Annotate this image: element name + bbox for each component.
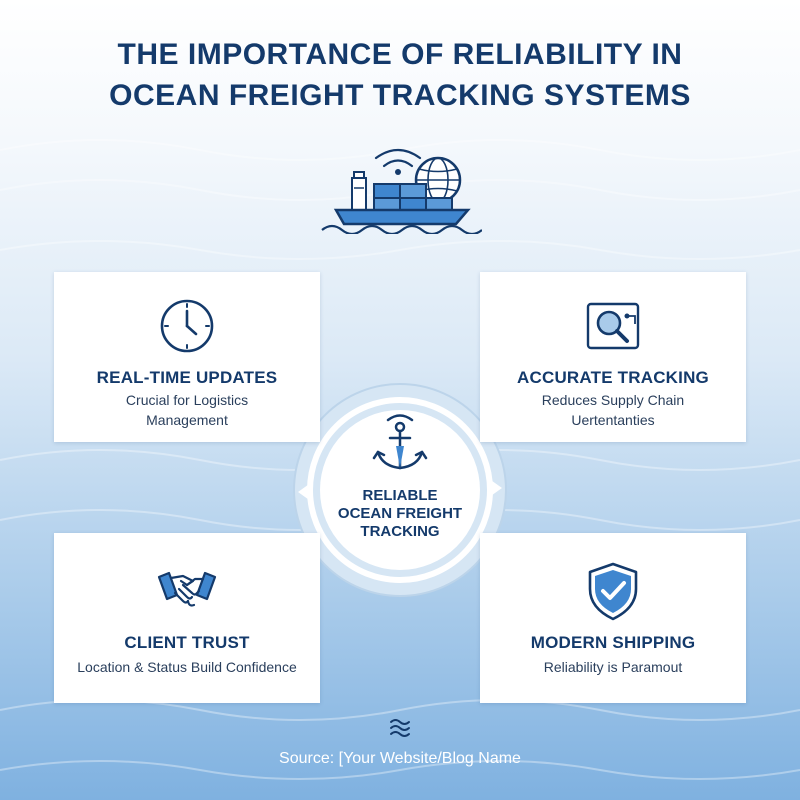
card-title: ACCURATE TRACKING: [517, 368, 709, 387]
card-accurate-tracking: ACCURATE TRACKING Reduces Supply Chain U…: [480, 272, 746, 442]
card-desc-line-2: Uertentanties: [571, 412, 655, 428]
card-desc-line-1: Location & Status Build Confidence: [77, 659, 297, 675]
clock-icon: [160, 299, 214, 353]
hub-line-1: RELIABLE: [362, 487, 438, 504]
card-desc-line-1: Reliability is Paramout: [543, 659, 683, 675]
card-description: Reliability is Paramout: [492, 657, 734, 677]
page-title: THE IMPORTANCE OF RELIABILITY IN OCEAN F…: [0, 34, 800, 116]
card-modern-shipping: MODERN SHIPPING Reliability is Paramout: [480, 533, 746, 703]
card-description: Reduces Supply Chain Uertentanties: [492, 390, 734, 430]
hub-label: RELIABLE OCEAN FREIGHT TRACKING: [320, 487, 480, 541]
card-title: CLIENT TRUST: [124, 633, 250, 652]
hub-line-3: TRACKING: [360, 523, 440, 540]
card-desc-line-1: Reduces Supply Chain: [541, 392, 685, 408]
card-client-trust: CLIENT TRUST Location & Status Build Con…: [54, 533, 320, 703]
card-description: Crucial for Logistics Management: [66, 390, 308, 430]
shield-check-icon: [588, 562, 638, 621]
anchor-icon: [372, 414, 428, 470]
cycle-hub: [293, 383, 507, 597]
title-line-2: OCEAN FREIGHT TRACKING SYSTEMS: [109, 79, 691, 112]
source-credit: Source: [Your Website/Blog Name: [279, 750, 521, 767]
waves-icon: [390, 719, 410, 737]
cargo-ship-icon: [321, 148, 482, 234]
card-desc-line-2: Management: [146, 412, 228, 428]
card-title: MODERN SHIPPING: [530, 633, 696, 652]
card-description: Location & Status Build Confidence: [66, 657, 308, 677]
hub-line-2: OCEAN FREIGHT: [337, 505, 463, 522]
magnifier-icon: [586, 302, 640, 350]
card-real-time-updates: REAL-TIME UPDATES Crucial for Logistics …: [54, 272, 320, 442]
title-line-1: THE IMPORTANCE OF RELIABILITY IN: [117, 38, 683, 71]
handshake-icon: [157, 571, 217, 607]
card-title: REAL-TIME UPDATES: [96, 368, 278, 387]
card-desc-line-1: Crucial for Logistics: [125, 392, 249, 408]
